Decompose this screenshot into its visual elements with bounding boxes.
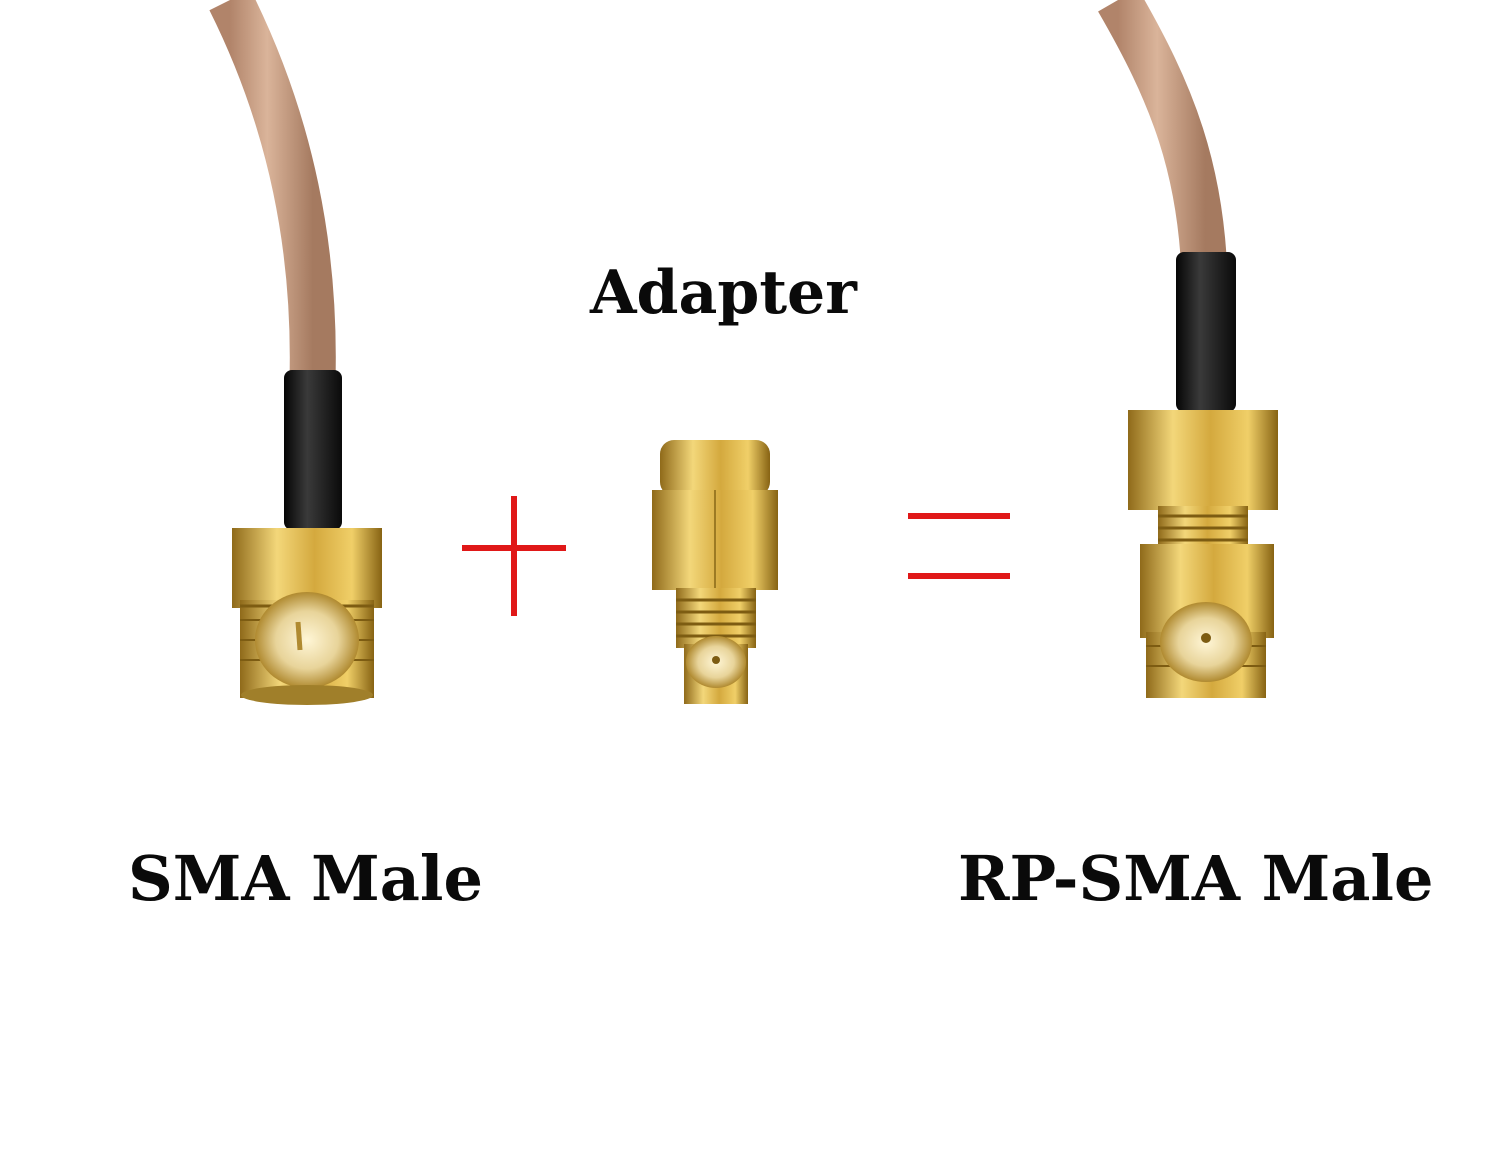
- rp-sma-male-label: RP-SMA Male: [958, 842, 1434, 915]
- sma-adapter: [652, 440, 778, 704]
- plus-symbol: [462, 496, 566, 616]
- equals-symbol: [908, 513, 1010, 579]
- sma-male-cable: [209, 0, 382, 705]
- adapter-label: Adapter: [590, 258, 857, 328]
- rp-sma-male-cable: [1098, 0, 1278, 698]
- sma-male-label: SMA Male: [128, 842, 483, 915]
